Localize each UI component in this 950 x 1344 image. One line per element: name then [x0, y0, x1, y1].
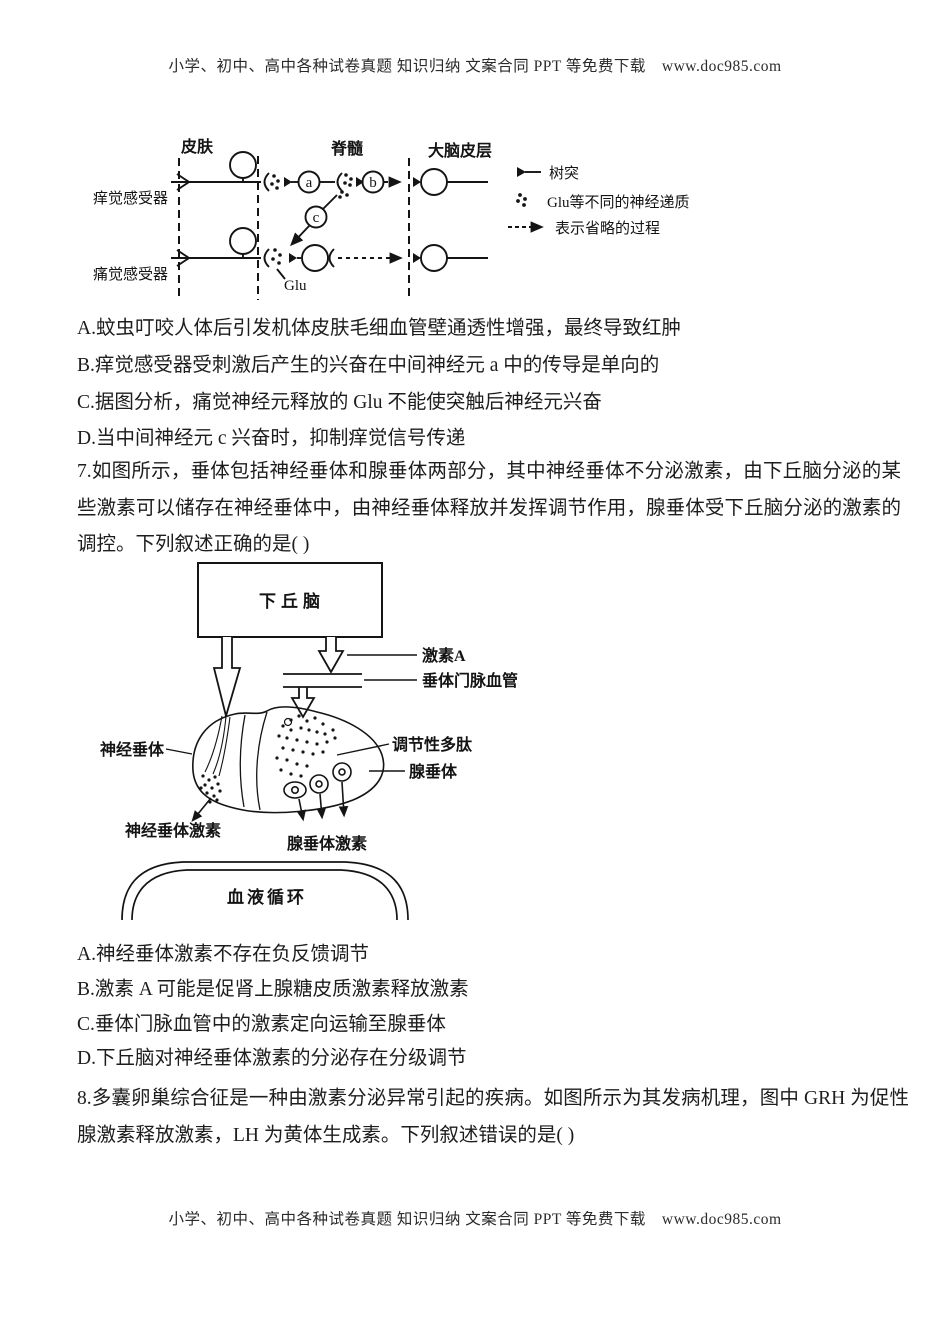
portal-vessel-lines	[283, 673, 362, 688]
dendrite-icon	[517, 167, 541, 177]
q7-option-b: B.激素 A 可能是促肾上腺糖皮质激素释放激素	[77, 979, 469, 1000]
pain-receptor-label: 痛觉感受器	[93, 266, 168, 283]
pain-pathway	[171, 227, 488, 280]
regulatory-peptides-label: 调节性多肽	[392, 735, 473, 754]
hypothalamus-label: 下丘脑	[259, 591, 325, 611]
neurohypophysis-hormones-label: 神经垂体激素	[125, 821, 221, 840]
watermark-header: 小学、初中、高中各种试卷真题 知识归纳 文案合同 PPT 等免费下载 www.d…	[168, 58, 782, 75]
neural-pathway-diagram: 皮肤 脊髓 大脑皮层	[93, 137, 690, 300]
legend-dendrite-label: 树突	[549, 165, 579, 182]
itch-synapse-dots	[270, 173, 421, 199]
gland-outline	[192, 706, 385, 814]
neurohypophysis-pointer	[165, 748, 193, 755]
neurotransmitter-dots-icon	[516, 193, 527, 207]
legend: 树突 Glu等不同的神经递质 表示省略的过程	[508, 165, 690, 237]
hypothalamus-box	[197, 562, 383, 638]
adenohypophysis-label: 腺垂体	[409, 762, 458, 781]
neuron-b-label: b	[369, 175, 377, 191]
blood-circulation-label: 血液循环	[227, 887, 307, 907]
neurohypophysis-label: 神经垂体	[100, 740, 165, 759]
spinal-cord-label: 脊髓	[330, 139, 364, 158]
neuron-a-label: a	[306, 175, 313, 191]
pituitary-diagram: 下丘脑 激素A 垂体门脉血管	[100, 562, 518, 921]
cortex-label: 大脑皮层	[428, 141, 492, 160]
q6-option-b: B.痒觉感受器受刺激后产生的兴奋在中间神经元 a 中的传导是单向的	[77, 355, 660, 376]
glu-label: Glu	[284, 278, 307, 294]
q8-stem: 8.多囊卵巢综合征是一种由激素分泌异常引起的疾病。如图所示为其发病机理，图中 G…	[77, 1088, 909, 1146]
q7-option-a: A.神经垂体激素不存在负反馈调节	[77, 944, 369, 965]
itch-pathway	[171, 151, 488, 196]
q7-option-d: D.下丘脑对神经垂体激素的分泌存在分级调节	[77, 1048, 467, 1069]
neuron-c-label: c	[313, 210, 320, 226]
skin-label: 皮肤	[180, 137, 214, 156]
hypothalamus-output-arrows	[212, 637, 345, 720]
q7-stem: 7.如图所示，垂体包括神经垂体和腺垂体两部分，其中神经垂体不分泌激素，由下丘脑分…	[77, 461, 901, 555]
secretory-cells	[283, 762, 352, 799]
hormone-release-arrows	[191, 781, 349, 822]
legend-transmitter-label: Glu等不同的神经递质	[547, 193, 690, 211]
itch-receptor-label: 痒觉感受器	[93, 190, 168, 207]
portal-vessels-label: 垂体门脉血管	[422, 671, 518, 690]
q7-option-c: C.垂体门脉血管中的激素定向运输至腺垂体	[77, 1014, 446, 1035]
region-boundary-lines	[178, 156, 410, 300]
adenohypophysis-hormones-label: 腺垂体激素	[287, 834, 367, 853]
legend-omitted-label: 表示省略的过程	[555, 220, 660, 237]
neurosecretory-granules	[199, 714, 337, 804]
hormone-a-label: 激素A	[422, 646, 466, 665]
regulatory-peptides-pointer	[336, 743, 390, 756]
q6-option-c: C.据图分析，痛觉神经元释放的 Glu 不能使突触后神经元兴奋	[77, 392, 602, 413]
q6-option-a: A.蚊虫叮咬人体后引发机体皮肤毛细血管壁通透性增强，最终导致红肿	[77, 318, 681, 339]
watermark-footer: 小学、初中、高中各种试卷真题 知识归纳 文案合同 PPT 等免费下载 www.d…	[168, 1211, 782, 1228]
blood-circulation-arc	[121, 861, 409, 921]
interneuron-c	[290, 194, 338, 247]
pain-synapse-dots	[271, 248, 421, 265]
q6-option-d: D.当中间神经元 c 兴奋时，抑制痒觉信号传递	[77, 428, 466, 449]
